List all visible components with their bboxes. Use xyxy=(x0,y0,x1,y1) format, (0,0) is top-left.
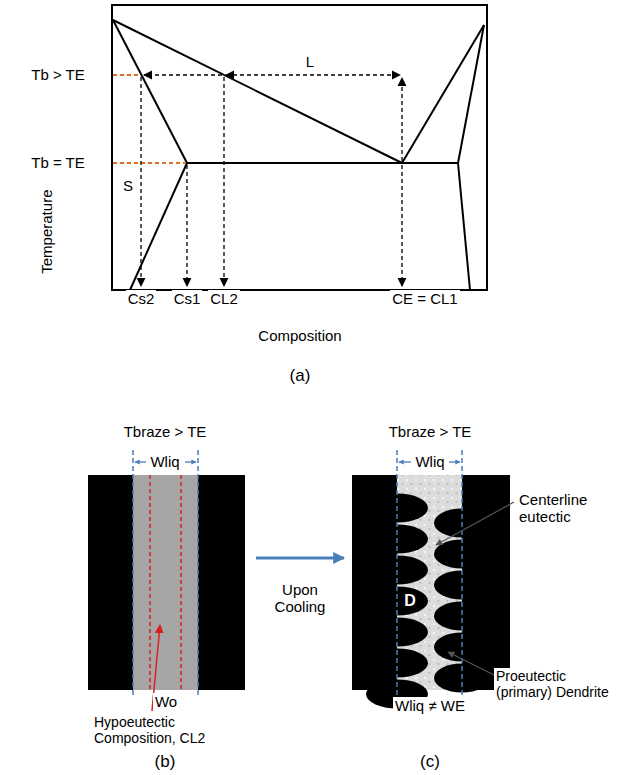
process-label: Upon Cooling xyxy=(262,581,338,616)
braze-joint-liquid xyxy=(88,450,245,711)
width-label: Wliq xyxy=(148,453,181,470)
width-label: Wo xyxy=(153,693,179,710)
temperature-label: Tbraze > TE xyxy=(122,423,209,440)
phase-label: L xyxy=(304,53,316,70)
panel-label: (c) xyxy=(418,752,442,772)
composition-label: Cs1 xyxy=(172,290,203,307)
phase-diagram xyxy=(112,5,487,290)
axis-title: Composition xyxy=(256,327,343,344)
width-label: Wliq ≠ WE xyxy=(393,697,467,714)
temperature-label: Tbraze > TE xyxy=(387,423,474,440)
callout-label: Proeutectic (primary) Dendrite xyxy=(494,668,620,700)
braze-joint-solidified xyxy=(352,450,514,709)
composition-label: CL2 xyxy=(208,290,240,307)
construction-lines xyxy=(113,75,402,286)
temperature-label: Tb = TE xyxy=(29,154,87,171)
composition-note: Hypoeutectic Composition, CL2 xyxy=(92,714,246,746)
axis-title: Temperature xyxy=(38,188,55,276)
composition-label: Cs2 xyxy=(126,290,157,307)
callout-label: Centerline eutectic xyxy=(517,491,613,526)
cooling-arrow xyxy=(256,557,344,560)
width-label: Wliq xyxy=(413,453,446,470)
temperature-label: Tb > TE xyxy=(29,66,87,83)
composition-label: CE = CL1 xyxy=(390,290,459,307)
panel-label: (a) xyxy=(288,366,313,386)
dendrite-label: D xyxy=(402,592,418,610)
phase-label: S xyxy=(121,177,135,194)
panel-label: (b) xyxy=(153,752,178,772)
